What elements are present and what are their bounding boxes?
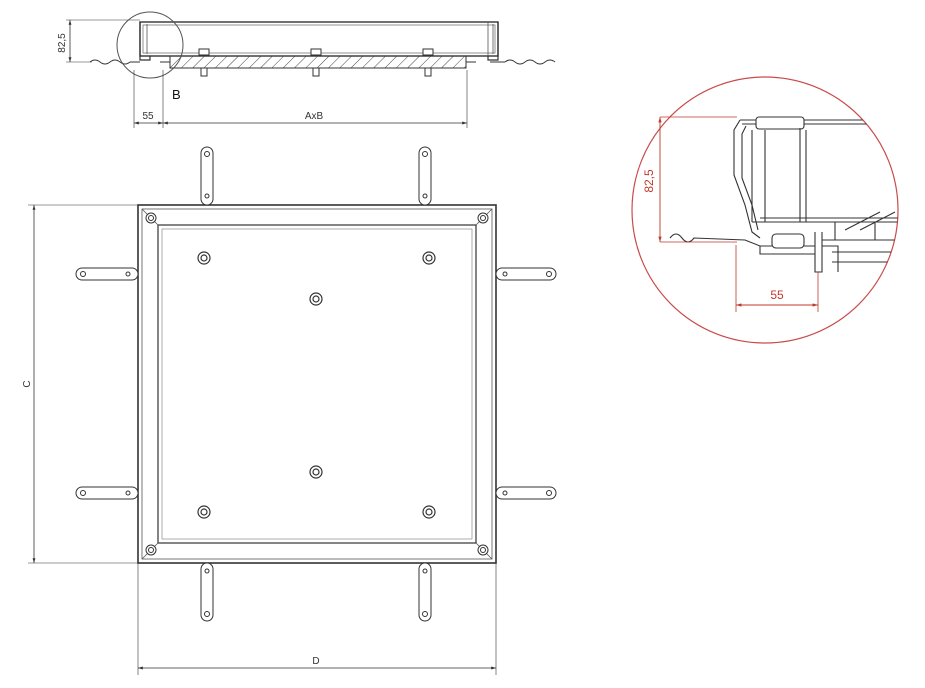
height-dim-label: 82,5 <box>57 33 68 53</box>
flange-dim-label: 55 <box>142 111 154 122</box>
corner-bolts <box>145 212 489 556</box>
detail-marker-label: B <box>172 87 181 102</box>
width-dim-label: AxB <box>305 111 324 122</box>
ground-line-right <box>504 59 556 65</box>
d-dim-label: D <box>312 656 319 667</box>
concrete-infill <box>169 55 467 69</box>
frame-inner <box>157 224 477 544</box>
bolts <box>198 48 434 77</box>
detail-flange-dim-label: 55 <box>770 288 784 302</box>
detail-marker-circle <box>116 11 184 79</box>
anchor-tabs <box>75 146 557 622</box>
frame-outer <box>137 204 497 564</box>
detail-height-dim-label: 82,5 <box>642 169 656 193</box>
section-view: B 82,5 55 AxB <box>57 11 556 128</box>
lifting-holes <box>197 251 436 519</box>
ground-line-left <box>89 59 131 65</box>
plan-view: C D <box>22 146 557 675</box>
c-dim-label: C <box>22 380 33 387</box>
detail-view: 82,5 55 <box>631 76 899 344</box>
